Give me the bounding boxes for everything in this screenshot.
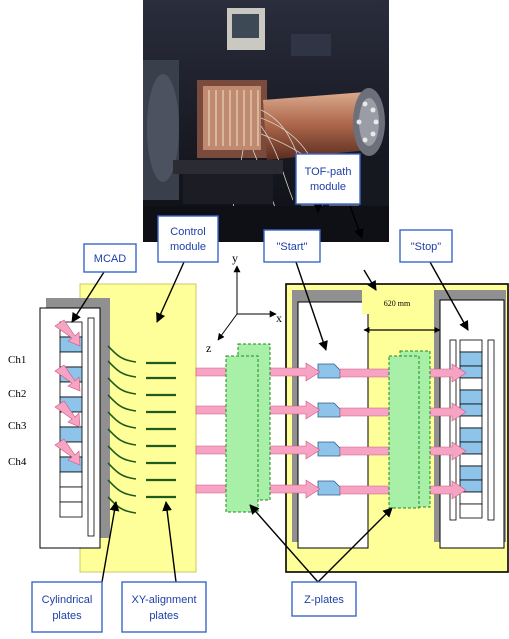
axes bbox=[218, 266, 276, 340]
axis-x-label: x bbox=[276, 311, 282, 325]
label-tof-line2: module bbox=[310, 181, 346, 193]
dimension-label: 620 mm bbox=[384, 299, 411, 308]
label-cylindrical-line1: Cylindrical bbox=[42, 594, 93, 606]
label-cylindrical-line2: plates bbox=[52, 610, 82, 622]
label-stop: "Stop" bbox=[411, 241, 442, 253]
label-z-plates: Z-plates bbox=[304, 594, 344, 606]
label-start: "Start" bbox=[276, 241, 307, 253]
label-xy-line2: plates bbox=[149, 610, 179, 622]
label-box-control-module bbox=[158, 216, 218, 262]
channel-label: Ch2 bbox=[8, 388, 26, 400]
label-mcad: MCAD bbox=[94, 253, 126, 265]
channel-label: Ch1 bbox=[8, 354, 26, 366]
label-control-line2: module bbox=[170, 241, 206, 253]
label-xy-line1: XY-alignment bbox=[131, 594, 196, 606]
label-control-line1: Control bbox=[170, 226, 205, 238]
axis-z-label: z bbox=[206, 341, 211, 355]
label-tof-line1: TOF-path bbox=[305, 166, 352, 178]
start-panel bbox=[298, 302, 368, 548]
channel-label: Ch4 bbox=[8, 456, 27, 468]
label-box-cylindrical bbox=[32, 582, 102, 632]
label-box-xy-alignment bbox=[122, 582, 206, 632]
label-box-tof-module bbox=[296, 154, 360, 204]
channel-label: Ch3 bbox=[8, 420, 27, 432]
axis-y-label: y bbox=[232, 251, 238, 265]
